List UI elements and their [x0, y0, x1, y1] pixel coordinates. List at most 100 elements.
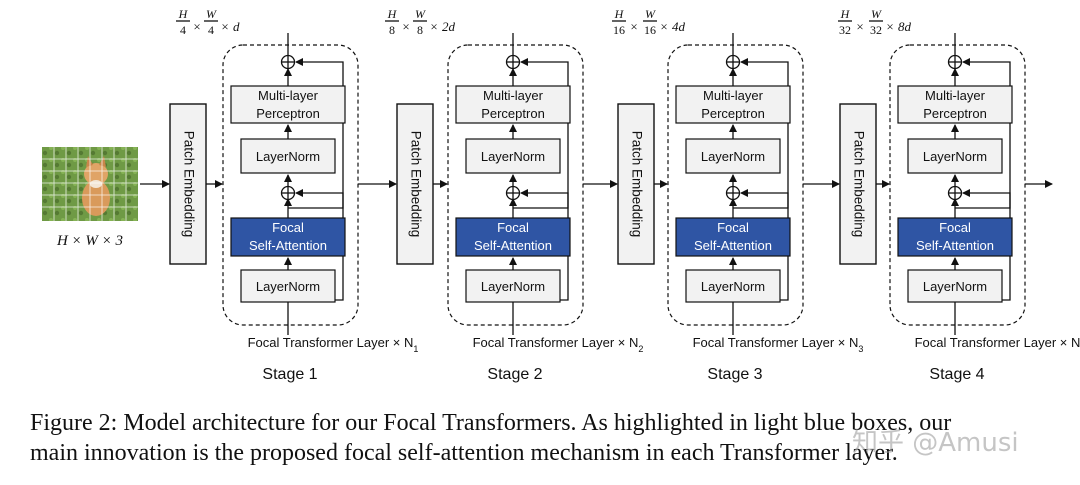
s3-layernorm-2: [685, 138, 781, 174]
s3-layernorm-1: [685, 269, 781, 303]
caption-line-2: main innovation is the proposed focal se…: [30, 440, 898, 466]
s1-layernorm-2: [240, 138, 336, 174]
s2-focal-attention-block: [455, 217, 571, 257]
s3-mlp-label-2: Perceptron: [701, 106, 765, 121]
s4-stage-name: Stage 4: [929, 366, 984, 383]
s1-dim-times-1: ×: [193, 19, 200, 34]
stage-4-container: [889, 44, 1026, 326]
s3-layer-label: Focal Transformer Layer × N3: [693, 335, 864, 354]
s1-layernorm-1-label: LayerNorm: [256, 279, 320, 294]
s2-mlp-block: [455, 85, 571, 124]
figure-caption: Figure 2: Model architecture for our Foc…: [30, 408, 1070, 468]
s2-layer-label: Focal Transformer Layer × N2: [473, 335, 644, 354]
s4-residual-2: [955, 58, 1011, 209]
s4-dim-w-num: W: [871, 7, 882, 21]
s2-stage-name: Stage 2: [487, 366, 542, 383]
s2-layer-count: 2: [638, 344, 643, 354]
s4-dim-times-1: ×: [856, 19, 863, 34]
s1-dim-w-den: 4: [208, 23, 214, 37]
input-dims-label: H × W × 3: [56, 233, 123, 249]
stage-3-container: [667, 44, 804, 326]
s3-layernorm-2-label: LayerNorm: [701, 149, 765, 164]
s1-focal-label-2: Self-Attention: [249, 238, 327, 253]
s2-focal-label-2: Self-Attention: [474, 238, 552, 253]
architecture-diagram: H × W × 3 Patch EmbeddingLayerNormFocalS…: [42, 7, 1080, 383]
s1-focal-attention-block: [230, 217, 346, 257]
s4-mlp-label-1: Multi-layer: [925, 88, 986, 103]
s4-dim-channels: 8d: [898, 19, 912, 34]
s1-mlp-block: [230, 85, 346, 124]
stage-1-container: [222, 44, 359, 326]
patch-embedding-label-2: Patch Embedding: [408, 131, 423, 238]
s1-layer-label: Focal Transformer Layer × N1: [248, 335, 419, 354]
s1-dim-h-den: 4: [180, 23, 186, 37]
patch-embedding-4: [839, 103, 877, 265]
s1-focal-label-1: Focal: [272, 220, 304, 235]
s4-mlp-block: [897, 85, 1013, 124]
s1-layer-count: 1: [413, 344, 418, 354]
s1-layernorm-2-label: LayerNorm: [256, 149, 320, 164]
s2-mlp-label-1: Multi-layer: [483, 88, 544, 103]
input-image: [42, 147, 138, 221]
s4-dim-h-num: H: [840, 7, 851, 21]
s4-focal-label-2: Self-Attention: [916, 238, 994, 253]
s4-dim-h-den: 32: [839, 23, 851, 37]
s3-focal-attention-block: [675, 217, 791, 257]
s2-dim-w-den: 8: [417, 23, 423, 37]
s1-layernorm-1: [240, 269, 336, 303]
s2-focal-label-1: Focal: [497, 220, 529, 235]
s2-dim-channels: 2d: [442, 19, 456, 34]
s4-dim-times-2: ×: [886, 19, 893, 34]
s2-dim-times-2: ×: [430, 19, 437, 34]
s1-residual-2: [288, 58, 344, 209]
s4-layernorm-2-label: LayerNorm: [923, 149, 987, 164]
s3-mlp-block: [675, 85, 791, 124]
patch-embedding-2: [396, 103, 434, 265]
patch-embedding-label-3: Patch Embedding: [629, 131, 644, 238]
s3-dim-times-1: ×: [630, 19, 637, 34]
s3-focal-label-2: Self-Attention: [694, 238, 772, 253]
caption-line-1: Figure 2: Model architecture for our Foc…: [30, 410, 952, 436]
s2-dim-h-den: 8: [389, 23, 395, 37]
s2-dim-times-1: ×: [402, 19, 409, 34]
s1-mlp-label-2: Perceptron: [256, 106, 320, 121]
s3-dim-w-num: W: [645, 7, 656, 21]
s4-layernorm-1: [907, 269, 1003, 303]
s2-dim-h-num: H: [387, 7, 398, 21]
patch-embedding-label-1: Patch Embedding: [181, 131, 196, 238]
watermark: 知乎 @Amusi: [852, 428, 1019, 458]
s4-focal-attention-block: [897, 217, 1013, 257]
patch-embedding-label-4: Patch Embedding: [851, 131, 866, 238]
s3-layernorm-1-label: LayerNorm: [701, 279, 765, 294]
s3-focal-label-1: Focal: [717, 220, 749, 235]
s1-dim-times-2: ×: [221, 19, 228, 34]
s2-mlp-label-2: Perceptron: [481, 106, 545, 121]
s3-residual-2: [733, 58, 789, 209]
s2-layernorm-2-label: LayerNorm: [481, 149, 545, 164]
s4-focal-label-1: Focal: [939, 220, 971, 235]
s4-layernorm-2: [907, 138, 1003, 174]
s4-layer-label: Focal Transformer Layer × N4: [915, 335, 1080, 354]
s1-dim-channels: d: [233, 19, 240, 34]
s3-layer-count: 3: [858, 344, 863, 354]
s3-dim-h-den: 16: [613, 23, 625, 37]
s3-mlp-label-1: Multi-layer: [703, 88, 764, 103]
s2-layernorm-2: [465, 138, 561, 174]
s3-dim-times-2: ×: [660, 19, 667, 34]
s2-layernorm-1-label: LayerNorm: [481, 279, 545, 294]
s4-mlp-label-2: Perceptron: [923, 106, 987, 121]
patch-embedding-3: [617, 103, 655, 265]
s1-dim-w-num: W: [206, 7, 217, 21]
stage-2-container: [447, 44, 584, 326]
s3-dim-channels: 4d: [672, 19, 686, 34]
s2-dim-w-num: W: [415, 7, 426, 21]
s1-stage-name: Stage 1: [262, 366, 317, 383]
s4-dim-w-den: 32: [870, 23, 882, 37]
s1-dim-h-num: H: [178, 7, 189, 21]
s4-layernorm-1-label: LayerNorm: [923, 279, 987, 294]
s2-layernorm-1: [465, 269, 561, 303]
s1-mlp-label-1: Multi-layer: [258, 88, 319, 103]
s3-stage-name: Stage 3: [707, 366, 762, 383]
s3-dim-w-den: 16: [644, 23, 656, 37]
